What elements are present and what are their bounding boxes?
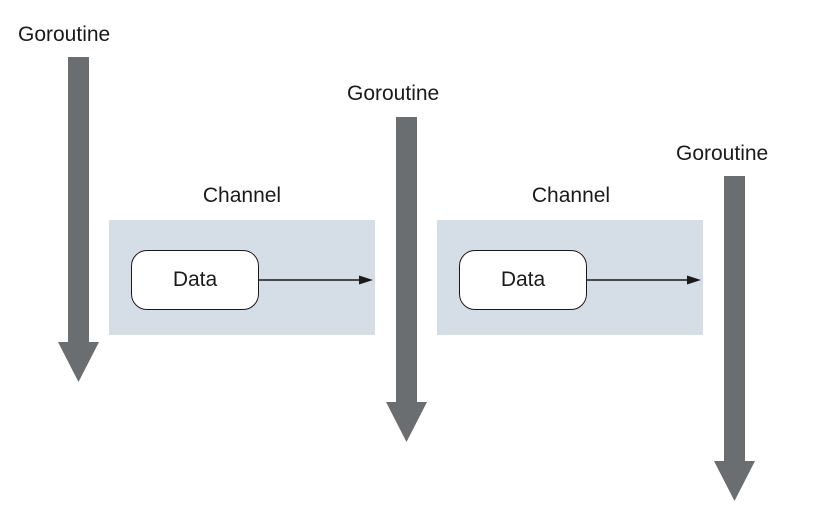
channel-label-2: Channel xyxy=(531,184,611,207)
data-label-2: Data xyxy=(500,268,546,291)
goroutine-arrow-1 xyxy=(58,57,99,382)
goroutine-label-3: Goroutine xyxy=(676,142,769,165)
data-flow-arrow-1 xyxy=(258,275,373,285)
goroutine-arrow-2 xyxy=(386,117,427,442)
data-box-2: Data xyxy=(459,250,587,310)
goroutine-label-1: Goroutine xyxy=(18,23,111,46)
goroutine-label-2: Goroutine xyxy=(347,82,440,105)
goroutine-arrow-3 xyxy=(714,176,755,501)
data-box-1: Data xyxy=(131,250,259,310)
data-flow-arrow-2 xyxy=(586,275,701,285)
channel-label-1: Channel xyxy=(202,184,282,207)
data-label-1: Data xyxy=(172,268,218,291)
